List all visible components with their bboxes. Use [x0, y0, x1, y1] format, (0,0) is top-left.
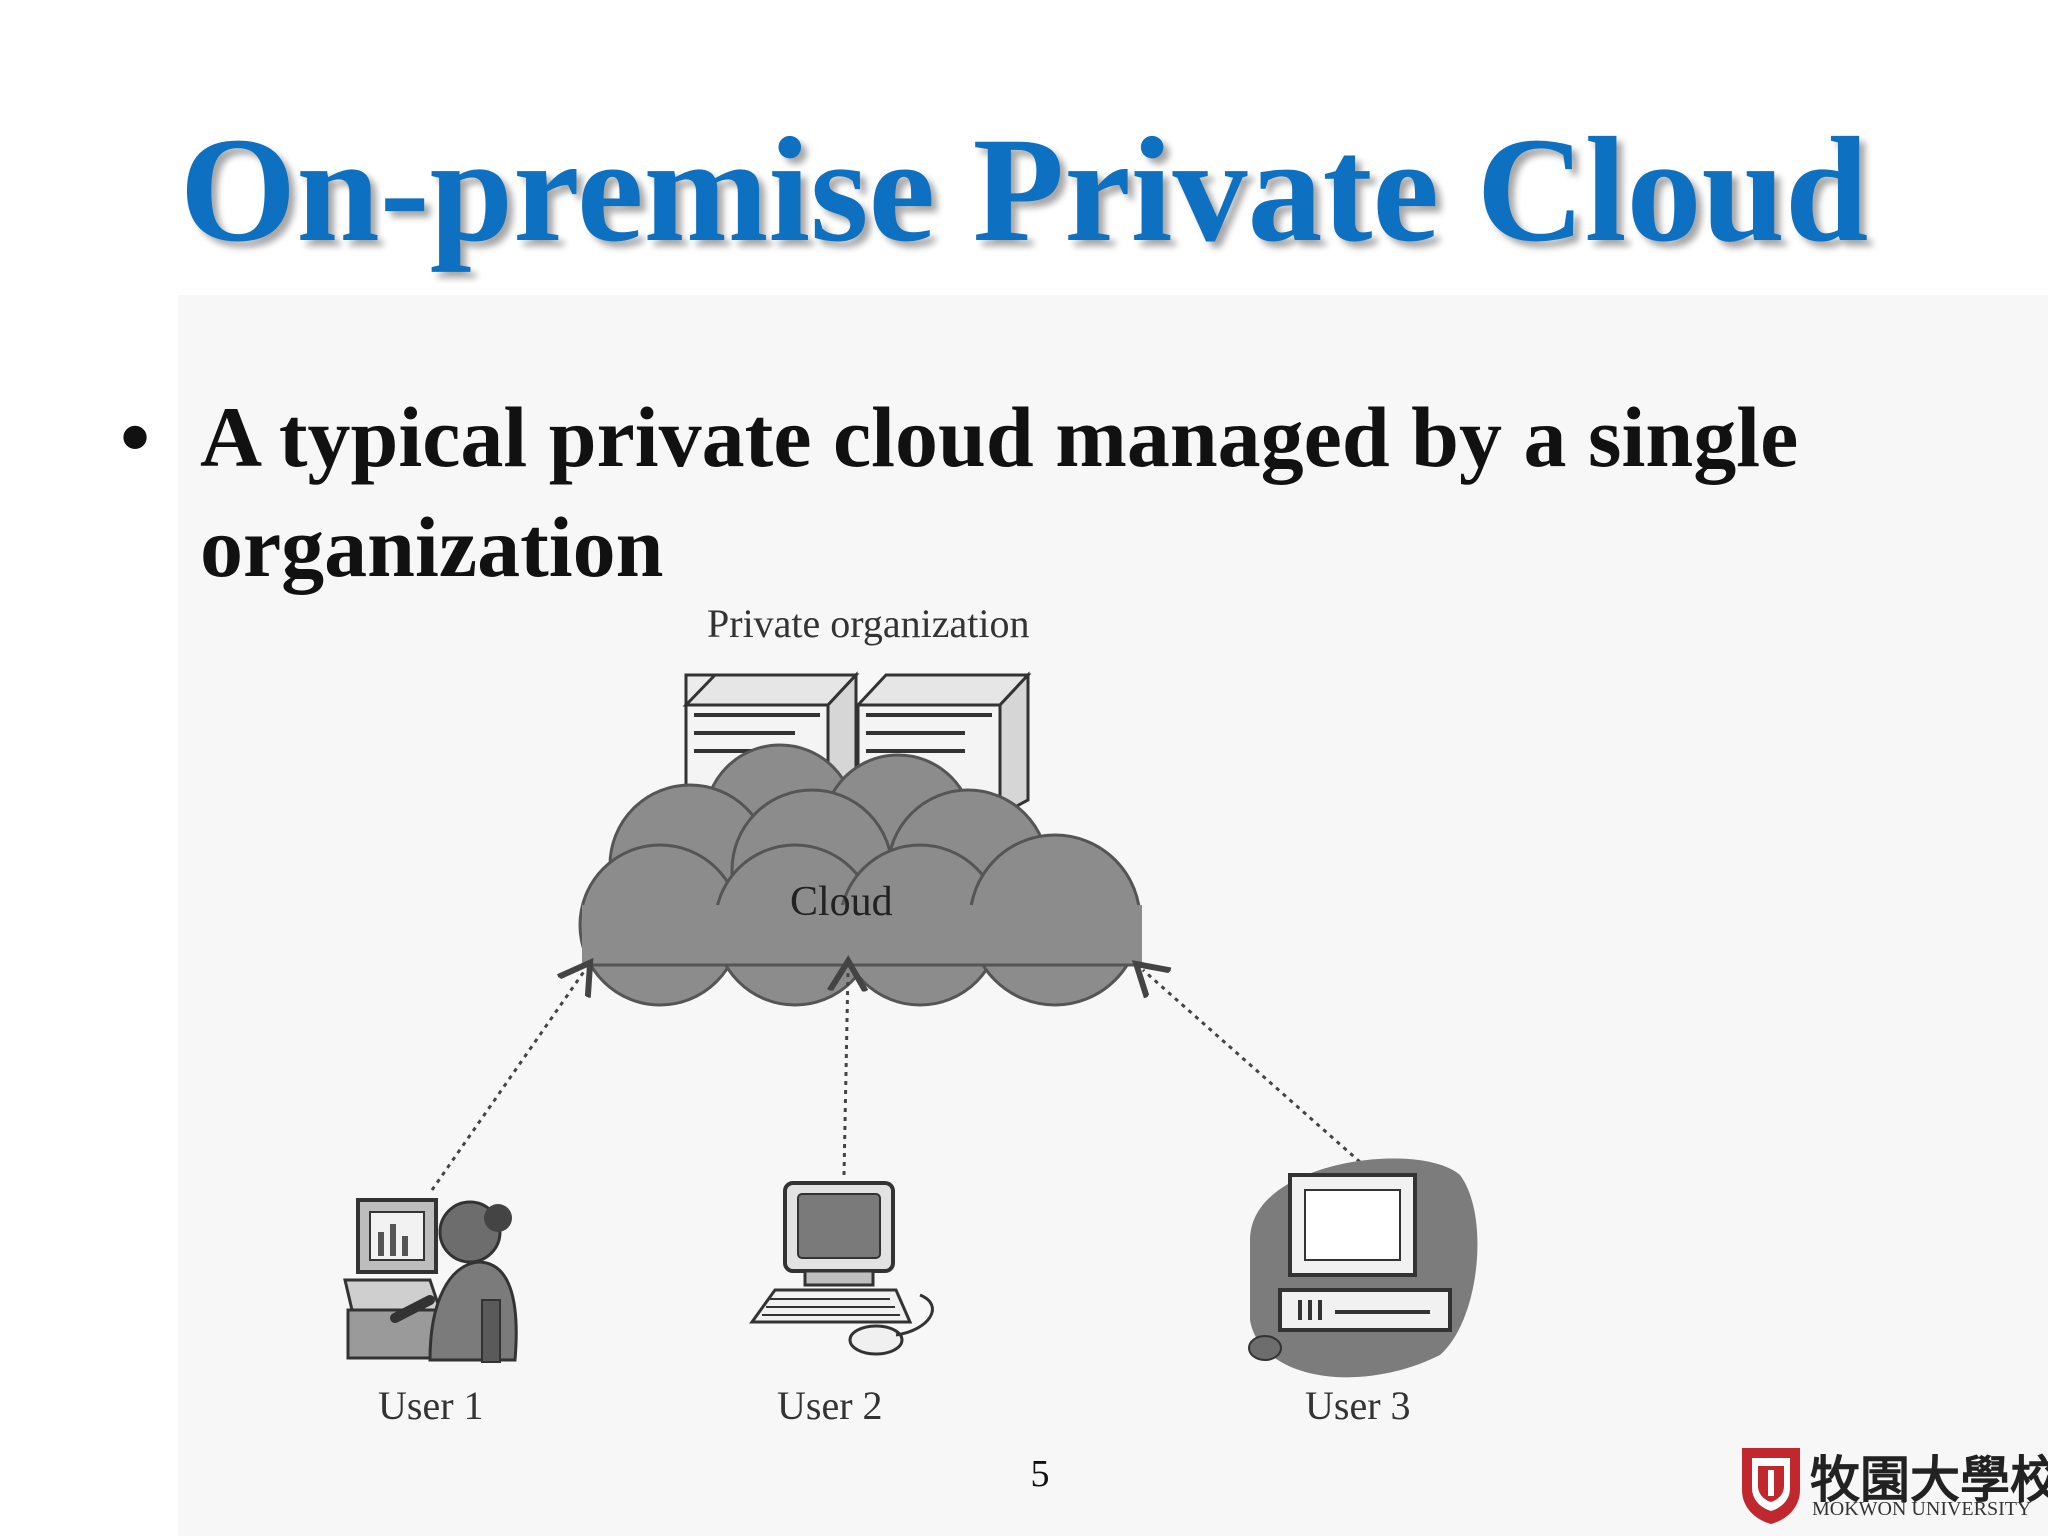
bullet-marker: •: [120, 389, 151, 485]
university-logo: 牧園大學校 MOKWON UNIVERSITY: [1738, 1440, 2048, 1530]
university-name-en: MOKWON UNIVERSITY: [1812, 1498, 2032, 1520]
user-at-computer-icon: [343, 1198, 518, 1363]
slide-title: On-premise Private Cloud: [179, 107, 1869, 273]
user-label: User 3: [1305, 1383, 1411, 1428]
user-label: User 1: [378, 1383, 484, 1428]
organization-label: Private organization: [707, 601, 1030, 646]
bullet-text: A typical private cloud managed by a sin…: [200, 389, 1799, 595]
connection-arrows: [430, 970, 1361, 1191]
page-number: 5: [1030, 1453, 1050, 1495]
university-emblem-icon: [1742, 1448, 1800, 1524]
computer-workstation-icon: [1248, 1158, 1478, 1378]
desktop-computer-icon: [749, 1181, 934, 1356]
cloud-shape: [578, 743, 1142, 1007]
arrow-user3: [1143, 970, 1361, 1164]
university-name-cjk: 牧園大學校: [1810, 1450, 2048, 1509]
cloud-label: Cloud: [790, 879, 893, 925]
arrow-user1: [430, 970, 585, 1191]
arrow-user2: [844, 970, 848, 1176]
user-label: User 2: [777, 1383, 883, 1428]
